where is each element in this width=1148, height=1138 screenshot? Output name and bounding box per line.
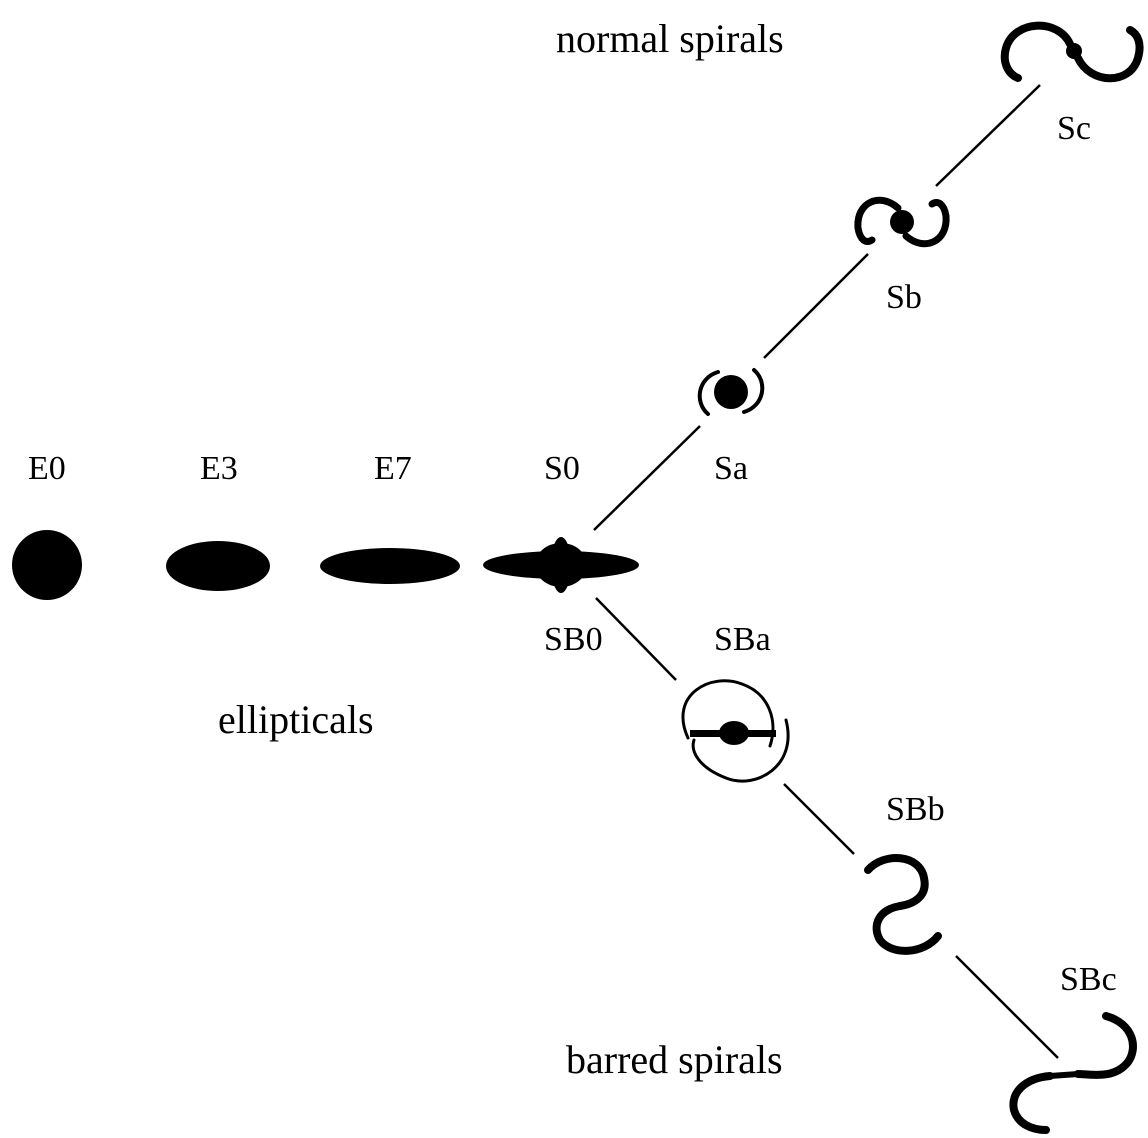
sa-galaxy-icon xyxy=(697,368,765,416)
sa-label: Sa xyxy=(714,450,748,487)
connector-sb-sc xyxy=(935,84,1041,187)
barred-spirals-label: barred spirals xyxy=(566,1037,783,1082)
ellipticals-label: ellipticals xyxy=(218,697,374,742)
sc-label: Sc xyxy=(1057,110,1091,147)
sba-label: SBa xyxy=(714,621,771,658)
s0-label: S0 xyxy=(544,450,580,487)
s0-galaxy-icon xyxy=(483,537,639,593)
sb-label: Sb xyxy=(886,279,922,316)
sb0-label: SB0 xyxy=(544,621,603,658)
connector-sbb-sbc xyxy=(955,955,1059,1059)
sbb-galaxy-icon xyxy=(864,854,942,955)
connector-sb0-sba xyxy=(595,597,677,681)
sbb-label: SBb xyxy=(886,791,945,828)
e3-galaxy-icon xyxy=(166,541,270,591)
e7-galaxy-icon xyxy=(320,548,460,584)
connector-sa-sb xyxy=(763,253,869,359)
sbc-label: SBc xyxy=(1060,961,1117,998)
e3-label: E3 xyxy=(200,450,238,487)
e7-label: E7 xyxy=(374,450,412,487)
normal-spirals-label: normal spirals xyxy=(556,16,784,61)
sc-galaxy-icon xyxy=(1000,21,1144,83)
sb-galaxy-icon xyxy=(854,196,950,248)
connector-s0-sa xyxy=(593,425,701,531)
connector-sba-sbb xyxy=(783,783,855,855)
sbc-galaxy-icon xyxy=(1009,1012,1137,1134)
e0-galaxy-icon xyxy=(12,530,82,600)
sba-galaxy-icon xyxy=(681,679,790,783)
e0-label: E0 xyxy=(28,450,66,487)
